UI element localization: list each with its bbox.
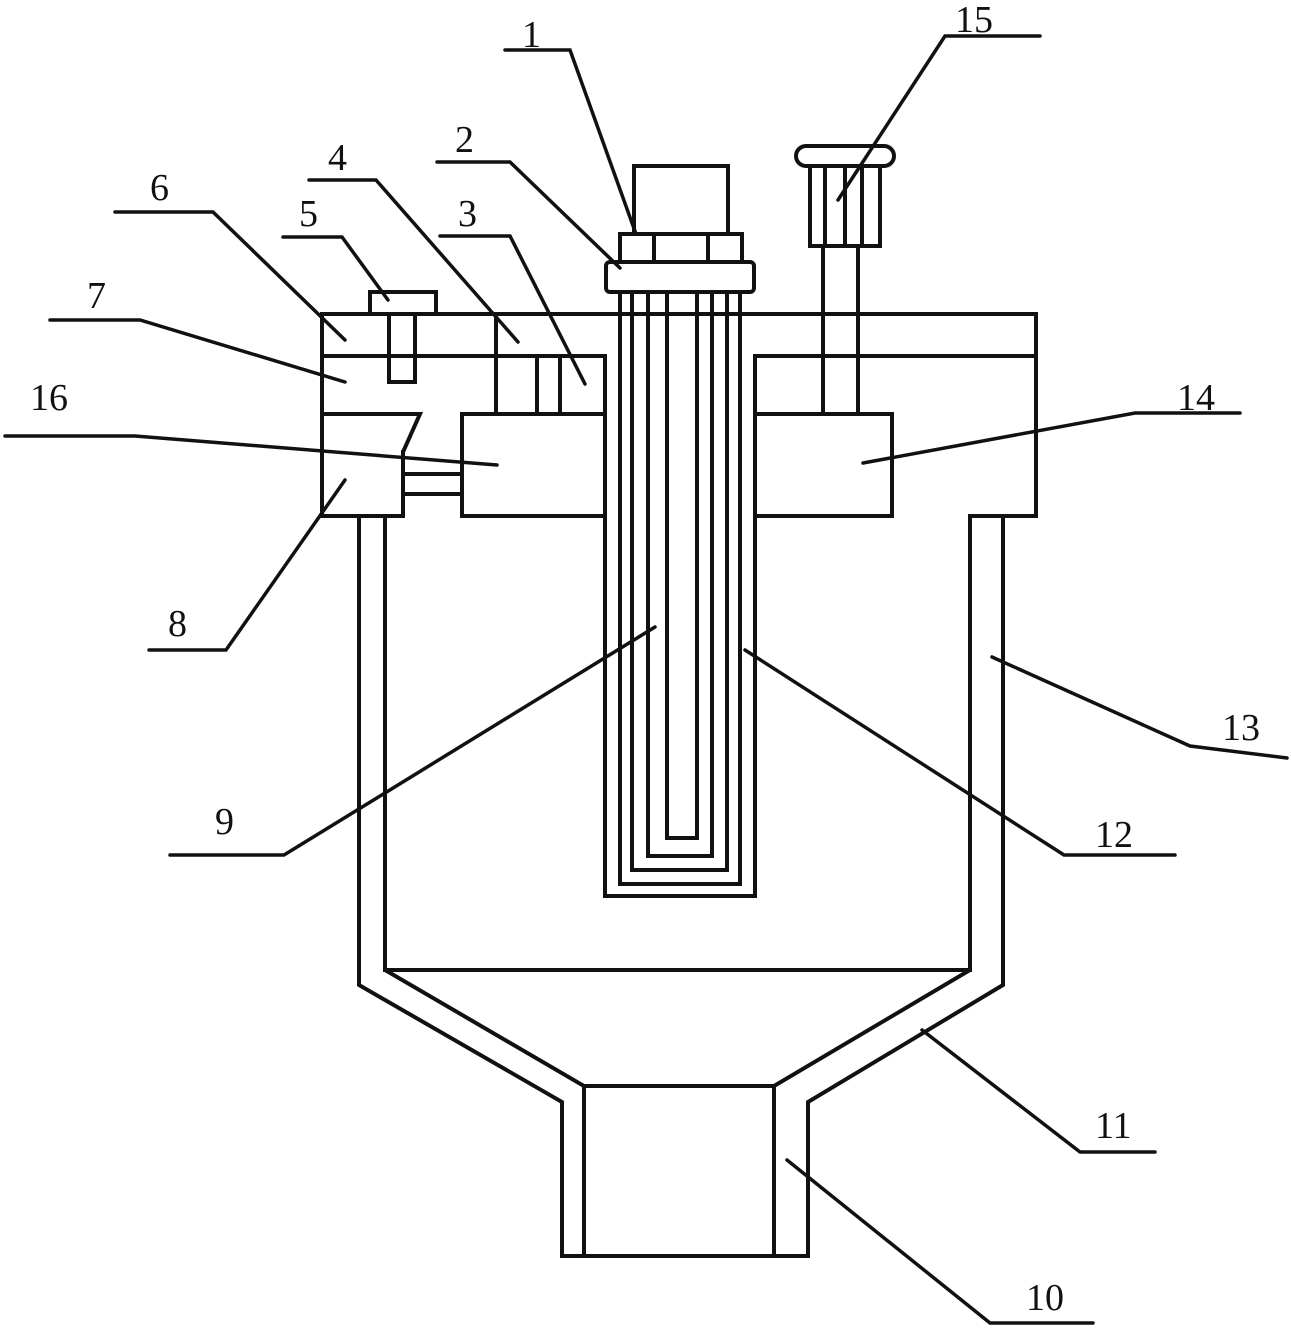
label-8: 8 xyxy=(168,603,187,645)
label-10: 10 xyxy=(1026,1277,1064,1319)
label-6: 6 xyxy=(150,167,169,209)
outer-vessel xyxy=(357,514,1005,1258)
central-tube xyxy=(603,290,757,898)
left-chamber xyxy=(320,412,464,518)
labels: 1 2 3 4 5 6 7 16 8 9 12 13 11 10 14 15 xyxy=(30,0,1260,1319)
box-14 xyxy=(753,412,894,518)
label-13: 13 xyxy=(1222,707,1260,749)
top-fitting xyxy=(604,164,756,294)
label-11: 11 xyxy=(1095,1105,1132,1147)
label-4: 4 xyxy=(328,137,347,179)
label-12: 12 xyxy=(1095,814,1133,856)
label-16: 16 xyxy=(30,377,68,419)
valve-15 xyxy=(794,144,896,416)
label-15: 15 xyxy=(955,0,993,41)
plug-5 xyxy=(368,290,438,384)
leader-lines xyxy=(3,34,1289,1325)
label-7: 7 xyxy=(87,275,106,317)
label-5: 5 xyxy=(299,193,318,235)
label-9: 9 xyxy=(215,801,234,843)
pipes-3-4 xyxy=(494,312,607,416)
lid-plate xyxy=(320,312,1038,518)
label-14: 14 xyxy=(1177,377,1215,419)
label-3: 3 xyxy=(458,193,477,235)
label-1: 1 xyxy=(522,14,541,56)
label-2: 2 xyxy=(455,119,474,161)
